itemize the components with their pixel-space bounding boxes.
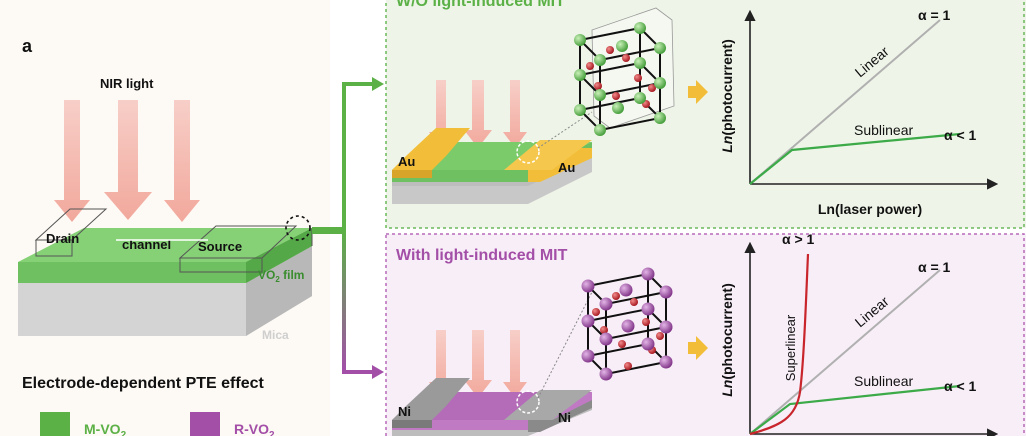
- nir-arrow: [164, 100, 200, 222]
- top-linear-alpha: α = 1: [918, 7, 951, 23]
- top-sublinear-alpha: α < 1: [944, 127, 977, 143]
- nir-arrow: [429, 80, 453, 148]
- bottom-yellow-arrow: [688, 336, 708, 360]
- nir-arrow: [54, 100, 90, 222]
- top-plot-xlabel: Ln(laser power): [818, 201, 922, 217]
- top-plot-ylabel: Ln(photocurrent): [719, 39, 735, 153]
- source-label: Source: [198, 239, 242, 254]
- legend-r-vo2-swatch: [190, 412, 220, 436]
- legend-m-vo2-label: M-VO2: [84, 421, 127, 436]
- bottom-linear-line: [749, 269, 941, 435]
- nir-arrow: [464, 330, 492, 398]
- top-electrode-left: [392, 128, 470, 170]
- bottom-electrode-right: [504, 390, 592, 420]
- nir-light-label: NIR light: [100, 76, 154, 91]
- vo2-film: [18, 228, 312, 283]
- effect-title: Electrode-dependent PTE effect: [22, 375, 264, 392]
- panel-label: a: [22, 36, 33, 56]
- bottom-sublinear-alpha: α < 1: [944, 378, 977, 394]
- bottom-panel-border: [385, 233, 1025, 436]
- left-panel-background: [0, 0, 330, 436]
- bottom-plot: Ln(photocurrent) Superlinear α > 1 Linea…: [719, 231, 999, 436]
- mica-label: Mica: [262, 328, 289, 342]
- legend-m-vo2-swatch: [40, 412, 70, 436]
- top-sublinear-label: Sublinear: [854, 122, 913, 138]
- top-panel-title: W/O light-induced MIT: [396, 0, 565, 10]
- top-nir-arrows: [429, 80, 527, 148]
- nir-light-arrows: [54, 100, 200, 222]
- top-electrode-left-label: Au: [398, 154, 415, 169]
- top-yellow-arrow: [688, 80, 708, 104]
- nir-arrow: [429, 330, 453, 398]
- top-sublinear-line: [749, 132, 961, 185]
- bottom-electrode-left: [392, 378, 470, 420]
- vo2-film-label: VO2 film: [258, 268, 304, 284]
- bottom-plot-ylabel: Ln(photocurrent): [719, 283, 735, 397]
- top-linear-line: [749, 19, 941, 185]
- bottom-electrode-right-label: Ni: [558, 410, 571, 425]
- bottom-superlinear-alpha: α > 1: [782, 231, 815, 247]
- bottom-linear-alpha: α = 1: [918, 259, 951, 275]
- nir-arrow: [104, 100, 152, 220]
- left-panel: a NIR light Drain channel Source: [0, 0, 330, 436]
- top-device: [392, 111, 593, 204]
- bottom-crystal-structure: [581, 267, 673, 381]
- bottom-sublinear-line: [749, 384, 961, 435]
- drain-label: Drain: [46, 231, 79, 246]
- nir-arrow: [503, 80, 527, 148]
- top-panel-border: [385, 0, 1025, 229]
- bottom-superlinear-label: Superlinear: [783, 314, 798, 381]
- mica-substrate: [18, 246, 312, 336]
- top-crystal-structure: [574, 7, 675, 136]
- bottom-nir-arrows: [429, 330, 527, 398]
- nir-arrow: [503, 330, 527, 398]
- top-electrode-right-label: Au: [558, 160, 575, 175]
- bottom-panel: With light-induced MIT Ni Ni: [385, 231, 1026, 436]
- branch-arrows: [312, 77, 384, 379]
- bottom-superlinear-line: [749, 253, 810, 436]
- bottom-panel-title: With light-induced MIT: [396, 247, 568, 264]
- legend-r-vo2-label: R-VO2: [234, 421, 275, 436]
- nir-arrow: [464, 80, 492, 148]
- zoom-circle: [285, 215, 311, 241]
- top-panel: W/O light-induced MIT Au Au: [385, 0, 1026, 229]
- bottom-device: [392, 291, 593, 436]
- bottom-electrode-left-label: Ni: [398, 404, 411, 419]
- bottom-sublinear-label: Sublinear: [854, 373, 913, 389]
- device-stack: [18, 208, 313, 336]
